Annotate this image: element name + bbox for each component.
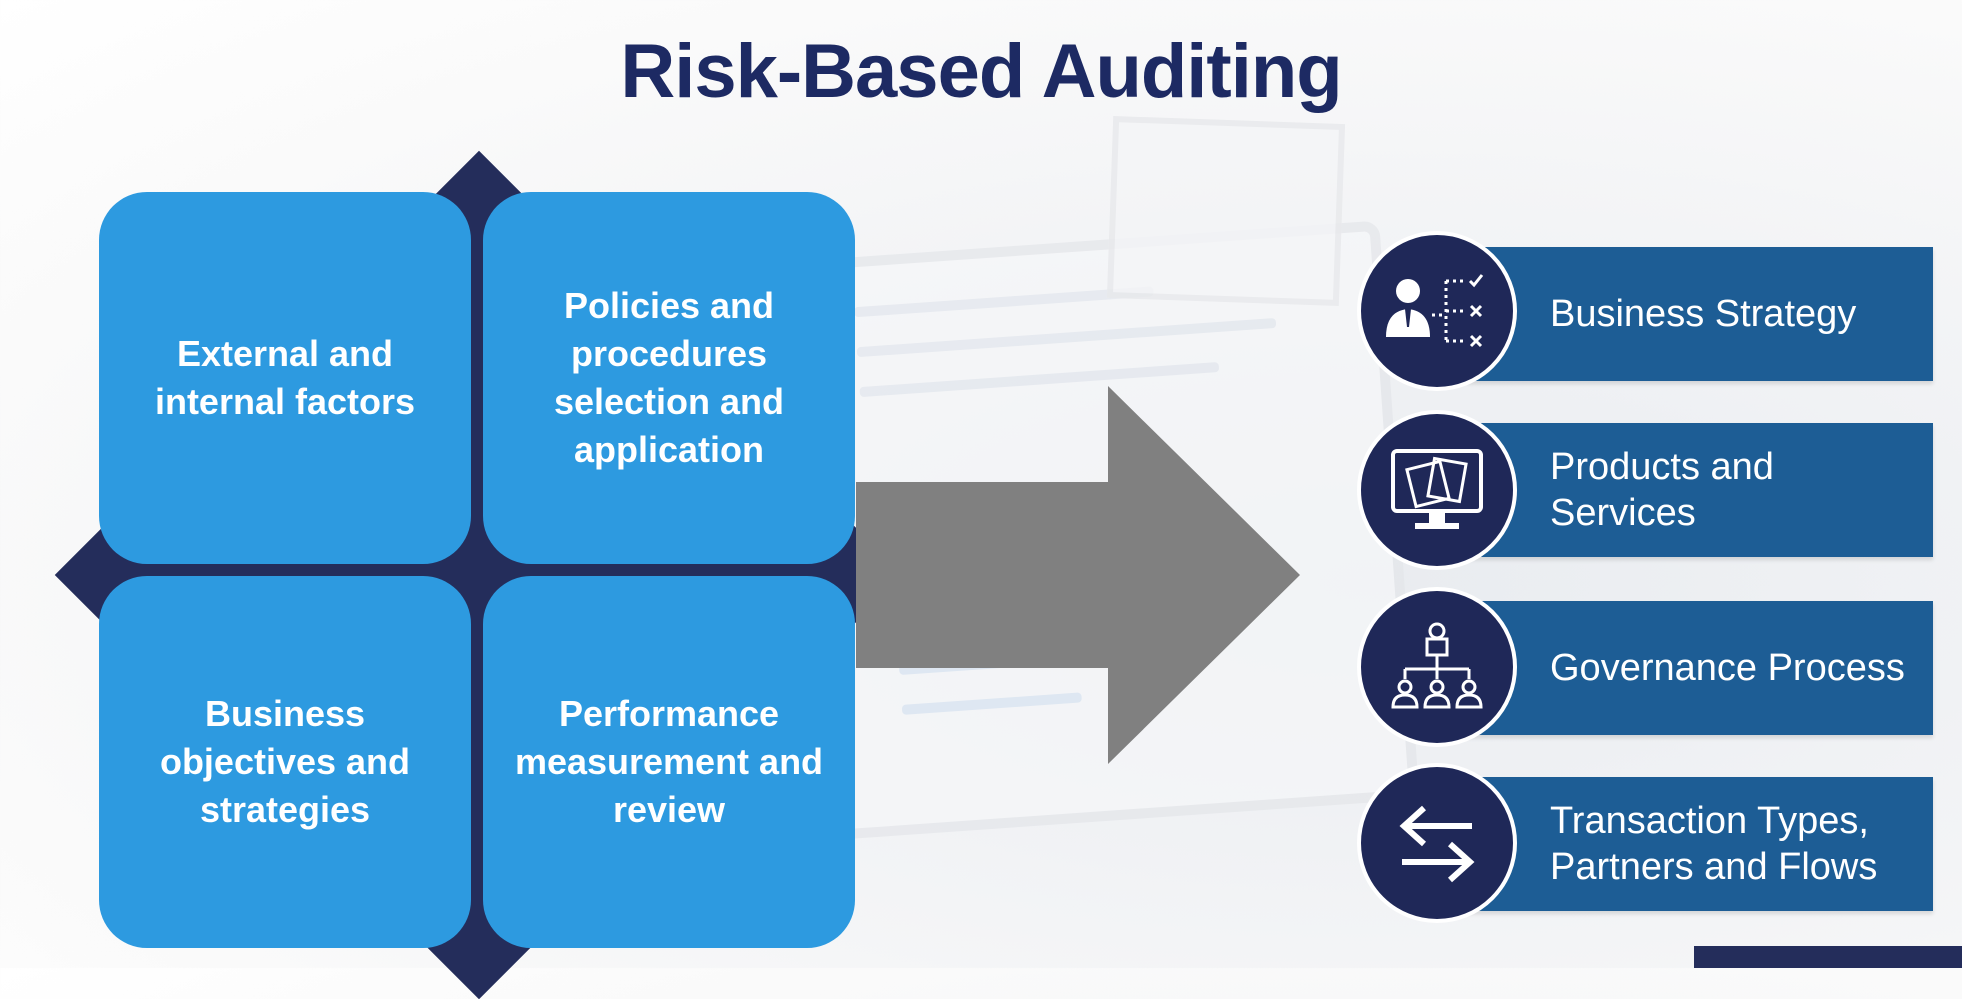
exchange-arrows-icon (1357, 763, 1517, 923)
item-bar (1467, 601, 1933, 735)
monitor-documents-icon (1357, 410, 1517, 570)
item-bar (1467, 247, 1933, 381)
org-chart-icon (1357, 587, 1517, 747)
quadrant-external-internal-factors: External and internal factors (99, 192, 471, 564)
item-label: Business Strategy (1550, 293, 1857, 335)
list-item-transaction-types: Transaction Types, Partners and Flows (1357, 763, 1933, 923)
quadrant-label: External and internal factors (154, 333, 416, 422)
item-label: Transaction Types, Partners and Flows (1550, 800, 1878, 888)
quadrant-business-objectives: Business objectives and strategies (99, 576, 471, 948)
background-paper (1106, 116, 1346, 306)
list-item-products-services: Products and Services (1357, 410, 1933, 570)
quadrant-label: Business objectives and strategies (159, 693, 411, 830)
quadrant-label: Policies and procedures selection and ap… (553, 285, 785, 470)
list-item-governance-process: Governance Process (1357, 587, 1933, 747)
quadrant-performance-measurement: Performance measurement and review (483, 576, 855, 948)
page-title: Risk-Based Auditing (620, 29, 1342, 114)
item-label: Products and Services (1550, 446, 1774, 534)
quadrant-policies-procedures: Policies and procedures selection and ap… (483, 192, 855, 564)
item-label: Governance Process (1550, 647, 1905, 689)
right-arrow-icon (856, 386, 1300, 764)
item-bar (1467, 423, 1933, 557)
quadrant-label: Performance measurement and review (514, 693, 824, 830)
corner-accent-block (1694, 946, 1962, 968)
list-item-business-strategy: Business Strategy (1357, 231, 1933, 391)
item-bar (1467, 777, 1933, 911)
person-checklist-icon (1357, 231, 1517, 391)
